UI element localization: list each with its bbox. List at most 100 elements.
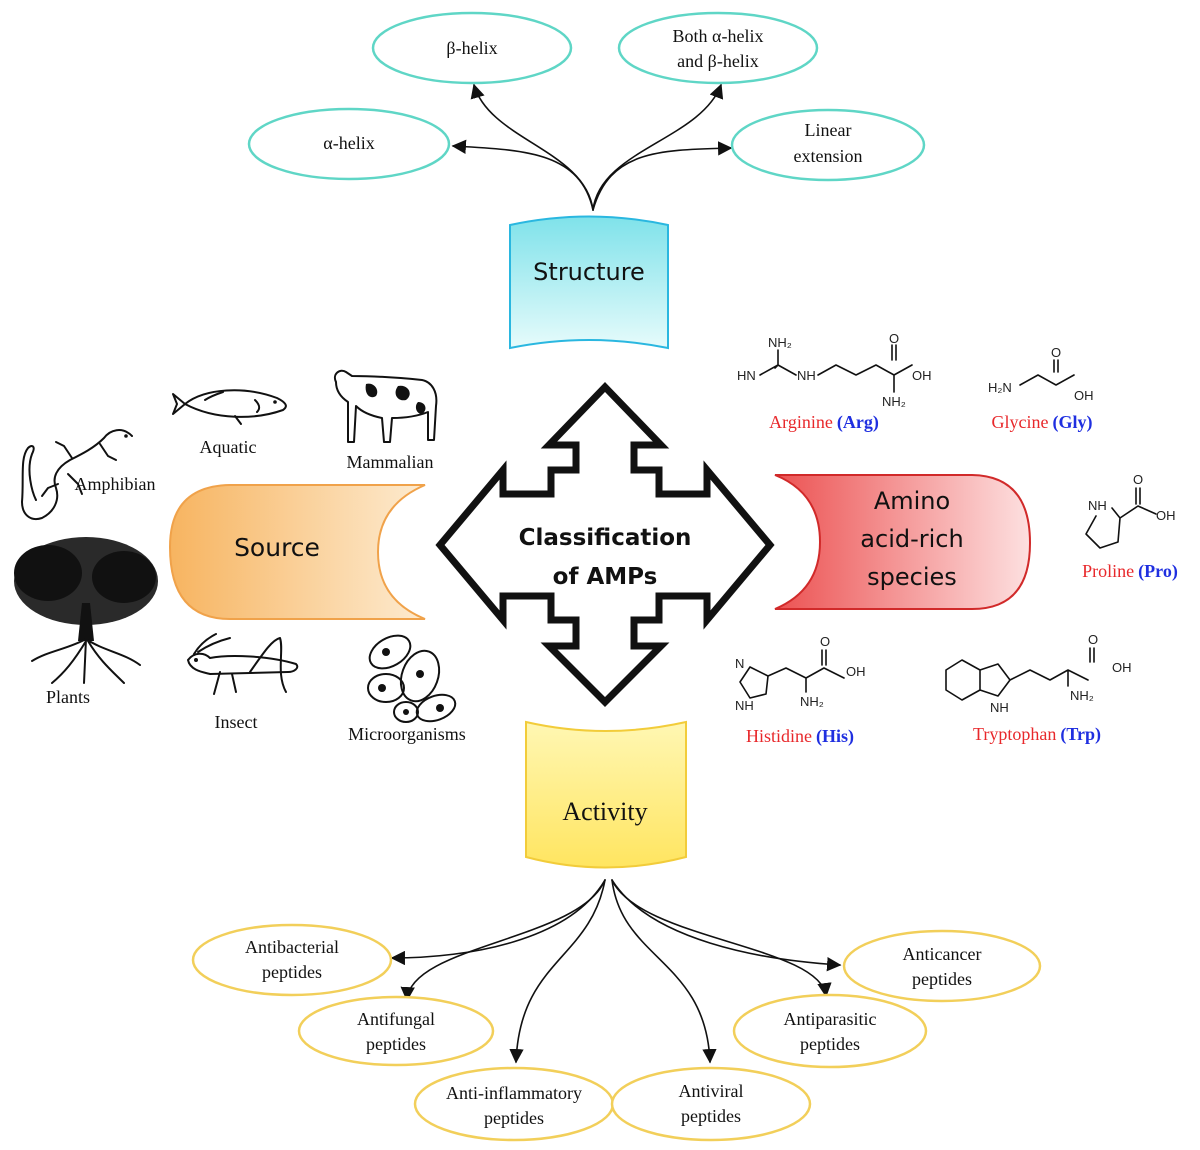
acid-name: Proline <box>1082 561 1134 581</box>
amino-cylinder <box>774 474 1032 610</box>
chem-label: O <box>1051 345 1061 360</box>
acid-name: Tryptophan <box>973 724 1056 744</box>
source-item-amphibian: Amphibian <box>75 474 156 494</box>
acid-abbr: (Arg) <box>837 412 879 433</box>
connector <box>451 139 594 211</box>
structure-node-linear-extension <box>730 108 926 182</box>
connector <box>470 83 594 211</box>
acid-abbr: (Pro) <box>1138 561 1178 582</box>
activity-node-text: Antiparasitic <box>784 1009 877 1029</box>
activity-node-anti-inflammatory <box>413 1066 615 1142</box>
structure-branch: Structure α-helix β-helix Both α-helix a… <box>247 11 926 350</box>
chem-label: NH <box>797 368 816 383</box>
source-label: Source <box>234 533 320 562</box>
source-item-microorganisms: Microorganisms <box>348 724 466 744</box>
proline-structure: NH O OH <box>1085 472 1176 549</box>
acid-name: Glycine <box>992 412 1049 432</box>
amino-label-line2: acid-rich <box>860 525 963 553</box>
four-way-arrow <box>435 381 775 707</box>
structure-node-text: and β-helix <box>677 51 759 71</box>
lizard-icon <box>21 429 133 520</box>
connector <box>611 879 832 998</box>
activity-node-text: peptides <box>912 969 972 989</box>
chem-label: N <box>735 656 744 671</box>
chem-label: OH <box>1074 388 1094 403</box>
source-item-plants: Plants <box>46 687 90 707</box>
arginine-structure: NH₂ HN NH O OH NH₂ <box>737 331 932 409</box>
chem-label: O <box>1133 472 1143 487</box>
amino-label-line3: species <box>867 563 957 591</box>
structure-node-beta-helix <box>371 11 573 85</box>
chem-label: H₂N <box>988 380 1012 395</box>
acid-label-histidine: Histidine(His) <box>746 726 854 747</box>
acid-label-arginine: Arginine(Arg) <box>769 412 879 433</box>
activity-label: Activity <box>562 797 647 826</box>
grasshopper-icon <box>187 633 299 695</box>
structure-node-alpha-helix <box>247 107 451 181</box>
structure-node-text: Linear <box>805 120 852 140</box>
activity-node-text: peptides <box>800 1034 860 1054</box>
activity-node-antiparasitic <box>732 993 928 1069</box>
chem-label: OH <box>912 368 932 383</box>
activity-node-text: Antiviral <box>679 1081 744 1101</box>
chem-label: OH <box>846 664 866 679</box>
activity-node-text: Antifungal <box>357 1009 435 1029</box>
chem-label: HN <box>737 368 756 383</box>
amino-branch: Amino acid-rich species NH₂ HN NH O OH N… <box>735 331 1178 747</box>
chem-label: NH₂ <box>1070 688 1094 703</box>
connector <box>611 879 842 972</box>
activity-node-text: peptides <box>262 962 322 982</box>
classification-center: Classification of AMPs <box>435 381 775 707</box>
chem-label: NH₂ <box>800 694 824 709</box>
activity-node-text: Anti-inflammatory <box>446 1083 582 1103</box>
center-title-line2: of AMPs <box>553 564 658 590</box>
acid-label-glycine: Glycine(Gly) <box>992 412 1093 433</box>
chem-label: NH₂ <box>882 394 906 409</box>
activity-node-antibacterial <box>191 923 393 997</box>
connector <box>400 879 606 1002</box>
activity-node-anticancer <box>842 929 1042 1003</box>
structure-node-both-helix <box>617 11 819 85</box>
connector <box>592 83 724 211</box>
structure-connectors <box>451 83 733 211</box>
acid-name: Arginine <box>769 412 833 432</box>
chem-label: NH <box>990 700 1009 715</box>
fish-icon <box>172 389 287 425</box>
chem-label: NH₂ <box>768 335 792 350</box>
structure-node-text: β-helix <box>446 38 497 58</box>
chem-label: OH <box>1112 660 1132 675</box>
activity-node-text: peptides <box>484 1108 544 1128</box>
microorganism-icon <box>367 634 457 723</box>
chem-label: O <box>820 634 830 649</box>
activity-node-text: Antibacterial <box>245 937 339 957</box>
chem-label: OH <box>1156 508 1176 523</box>
histidine-structure: NH N O OH NH₂ <box>735 634 866 713</box>
source-item-insect: Insect <box>215 712 258 732</box>
activity-node-text: Anticancer <box>903 944 982 964</box>
chem-label: NH <box>1088 498 1107 513</box>
tryptophan-structure: NH O OH NH₂ <box>945 632 1132 715</box>
acid-name: Histidine <box>746 726 812 746</box>
acid-abbr: (Gly) <box>1052 412 1092 433</box>
acid-abbr: (His) <box>816 726 854 747</box>
activity-branch: Activity Antibacterial peptides Antifung… <box>191 720 1042 1142</box>
activity-node-antifungal <box>297 995 495 1067</box>
chem-label: NH <box>735 698 754 713</box>
structure-node-text: α-helix <box>323 133 374 153</box>
center-title-line1: Classification <box>519 525 692 551</box>
activity-node-text: peptides <box>366 1034 426 1054</box>
structure-node-text: Both α-helix <box>673 26 764 46</box>
activity-connectors <box>390 879 842 1064</box>
tree-icon <box>14 537 158 684</box>
connector <box>509 879 606 1064</box>
glycine-structure: H₂N O OH <box>988 345 1094 403</box>
activity-cylinder <box>525 720 687 869</box>
connector <box>390 879 606 966</box>
chem-label: O <box>889 331 899 346</box>
structure-cylinder <box>509 215 669 350</box>
source-branch: Source Amphibian Aquatic Mammalian <box>14 369 466 744</box>
acid-abbr: (Trp) <box>1060 724 1101 745</box>
source-item-aquatic: Aquatic <box>200 437 257 457</box>
activity-node-antiviral <box>610 1066 812 1142</box>
